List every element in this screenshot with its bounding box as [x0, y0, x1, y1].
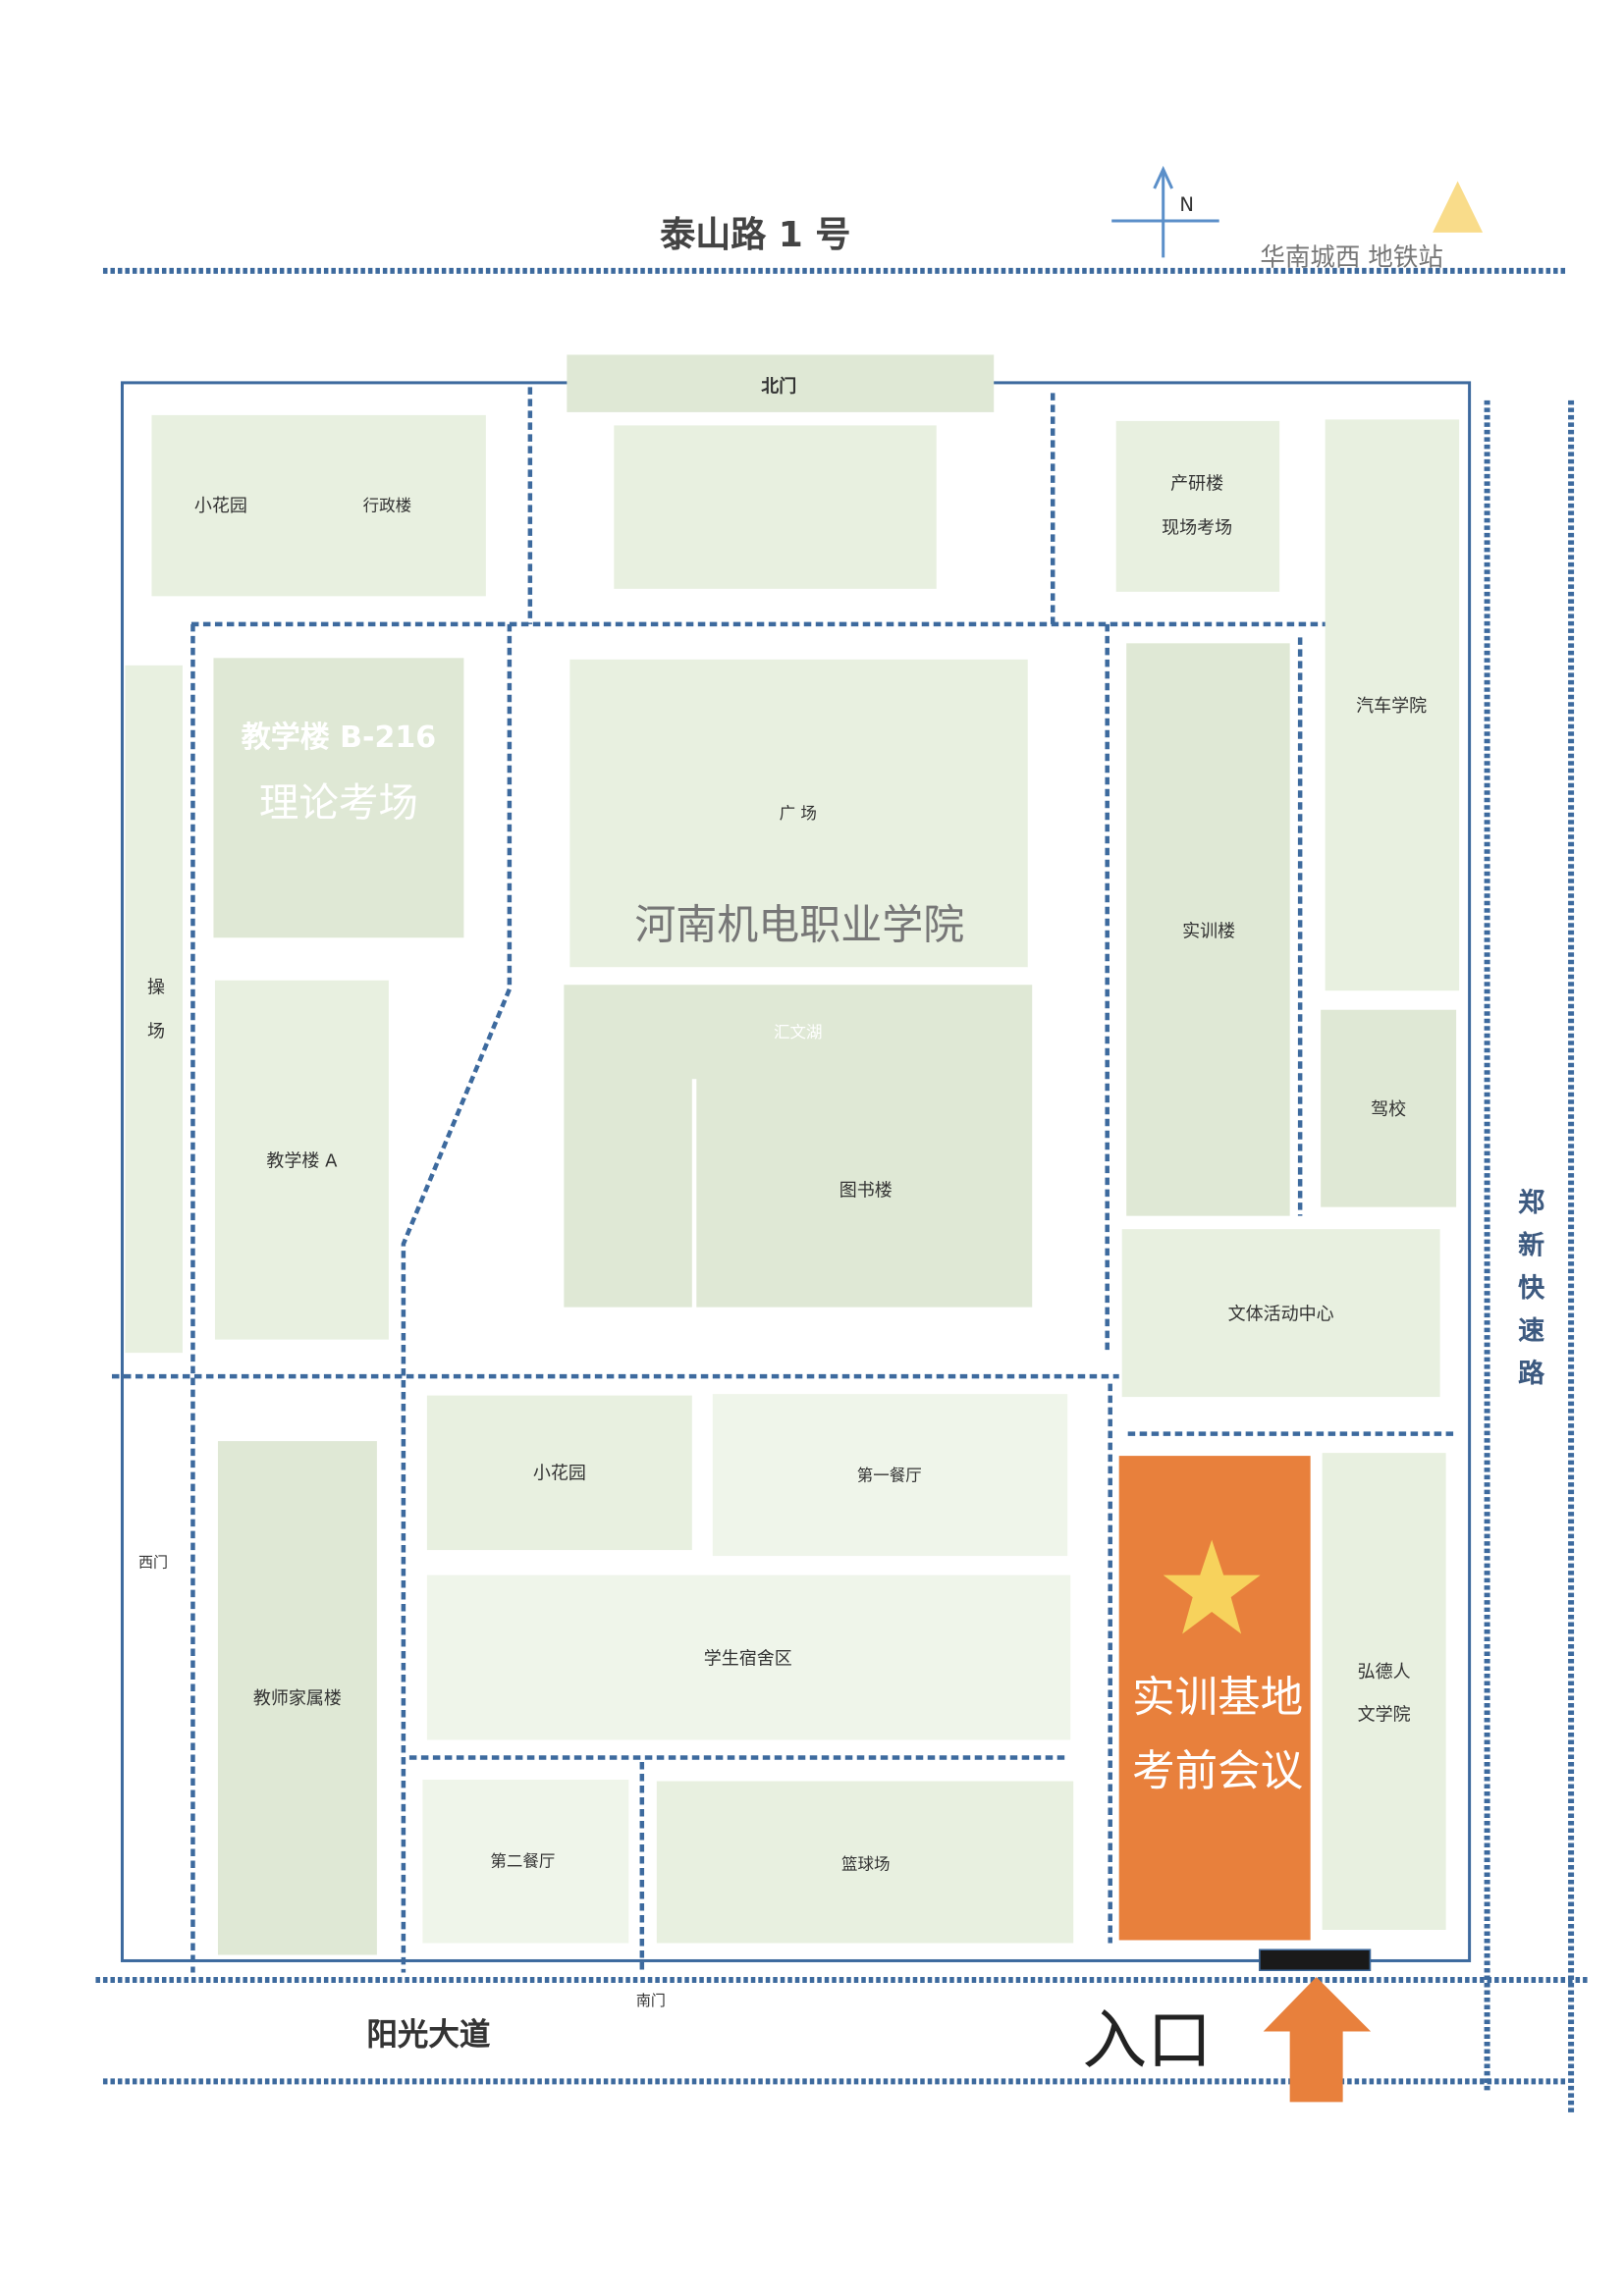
block-basketball: [656, 1781, 1074, 1944]
square-label: 广 场: [779, 803, 817, 824]
block-garden-2: [426, 1395, 692, 1551]
block-hongde: [1322, 1453, 1446, 1930]
block-dorm: [426, 1575, 1071, 1740]
north-gate: [567, 354, 995, 412]
north-label: N: [1179, 194, 1194, 218]
college-name: 河南机电职业学院: [634, 900, 965, 950]
north-arrow-icon: [1111, 165, 1219, 258]
block-admin: [151, 414, 486, 597]
hongde-label: 弘德人: [1357, 1661, 1411, 1682]
canteen-1-label: 第一餐厅: [856, 1466, 922, 1486]
canteen-2-label: 第二餐厅: [490, 1851, 556, 1871]
road-east-char: 新: [1518, 1230, 1545, 1262]
teaching-a-label: 教学楼 A: [266, 1149, 338, 1171]
block-auto-school: [1325, 419, 1460, 991]
basketball-label: 篮球场: [841, 1854, 891, 1874]
road-east-char: 速: [1518, 1315, 1545, 1348]
auto-school-label: 汽车学院: [1356, 695, 1428, 717]
block-library: [564, 985, 1033, 1308]
sports-label: 文体活动中心: [1227, 1303, 1334, 1324]
training-base-highlight: [1118, 1456, 1311, 1941]
block-canteen-2: [422, 1780, 629, 1944]
hongde-label: 文学院: [1357, 1703, 1411, 1725]
path: [401, 623, 513, 1973]
admin-label: 行政楼: [362, 496, 412, 515]
block-research: [1115, 420, 1280, 592]
block-sports: [1121, 1229, 1440, 1398]
south-gate-label: 南门: [635, 1994, 666, 2010]
garden-label: 小花园: [193, 495, 247, 516]
road-east-char: 郑: [1518, 1188, 1545, 1219]
block-north-center: [614, 425, 937, 589]
dorm-label: 学生宿舍区: [703, 1647, 792, 1669]
block-teaching-b: [213, 658, 464, 938]
road-east-char: 快: [1518, 1273, 1545, 1305]
driving-label: 驾校: [1371, 1098, 1407, 1120]
block-playground: [125, 665, 183, 1354]
west-gate-label: 西门: [137, 1555, 168, 1572]
metro-label: 华南城西 地铁站: [1260, 243, 1443, 274]
block-training: [1126, 643, 1290, 1216]
pre-exam-meeting-label: 考前会议: [1132, 1745, 1304, 1796]
road-taishan-label: 泰山路 1 号: [660, 214, 851, 256]
training-label: 实训楼: [1182, 920, 1236, 941]
lake-label: 汇文湖: [774, 1023, 823, 1042]
training-base-label: 实训基地: [1132, 1672, 1304, 1723]
block-square: [569, 659, 1028, 968]
north-gate-label: 北门: [761, 376, 797, 398]
family-label: 教师家属楼: [252, 1687, 342, 1709]
garden-2-label: 小花园: [532, 1462, 586, 1483]
road-east-char: 路: [1518, 1359, 1545, 1390]
entrance-label: 入口: [1082, 2002, 1213, 2079]
road-south-label: 阳光大道: [366, 2016, 491, 2053]
teaching-b-label: 教学楼 B-216: [241, 719, 437, 755]
lake-divider: [691, 1079, 697, 1309]
theory-exam-label: 理论考场: [258, 780, 418, 828]
playground-label: 场: [146, 1020, 165, 1041]
field-exam-label: 现场考场: [1162, 517, 1233, 539]
entrance-gate: [1259, 1949, 1372, 1971]
block-family: [217, 1441, 377, 1955]
research-label: 产研楼: [1170, 473, 1224, 495]
block-teaching-a: [214, 980, 389, 1340]
metro-triangle-icon: [1433, 181, 1484, 233]
road-east-label: 郑 新 快 速 路: [1517, 1182, 1546, 1395]
block-canteen-1: [712, 1394, 1068, 1557]
library-label: 图书楼: [839, 1179, 893, 1201]
block-driving: [1321, 1009, 1457, 1207]
playground-label: 操: [146, 976, 165, 997]
